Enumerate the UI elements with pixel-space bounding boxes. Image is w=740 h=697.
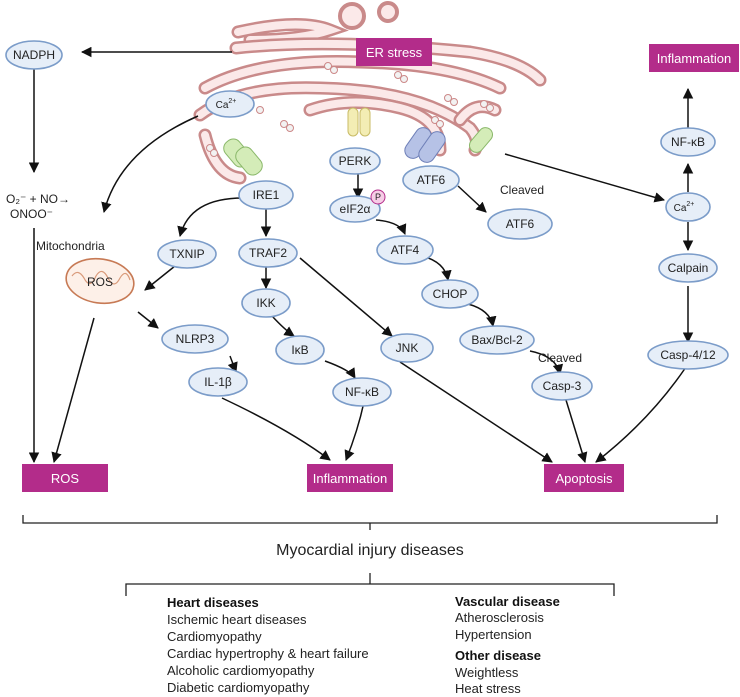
er-stress-box: ER stress: [356, 38, 432, 66]
node-baxbcl2: Bax/Bcl-2: [459, 325, 535, 355]
node-ca-right: Ca2+: [665, 192, 711, 222]
node-ikb: IκB: [275, 335, 325, 365]
phospho-badge: P: [370, 189, 386, 205]
ca-er-superscript: 2+: [228, 98, 236, 105]
node-nlrp3: NLRP3: [161, 324, 229, 354]
summary-bracket-top: [22, 515, 718, 530]
inflammation-box-top: Inflammation: [649, 44, 739, 72]
channel-yellow: [347, 107, 371, 137]
node-traf2: TRAF2: [238, 238, 298, 268]
ire1-label: IRE1: [253, 188, 280, 202]
vascular-disease-item: Atherosclerosis: [455, 610, 544, 625]
node-nadph: NADPH: [5, 40, 63, 70]
node-atf4: ATF4: [376, 235, 434, 265]
ikb-label: IκB: [291, 343, 308, 357]
node-atf6-cleaved: ATF6: [487, 208, 553, 240]
vascular-disease-heading: Vascular disease: [455, 594, 560, 609]
node-jnk: JNK: [380, 333, 434, 363]
node-casp412: Casp-4/12: [647, 340, 729, 370]
atf4-label: ATF4: [391, 243, 420, 257]
node-nfkb-right: NF-κB: [660, 127, 716, 157]
atf6-er-label: ATF6: [417, 173, 446, 187]
node-nfkb-mid: NF-κB: [332, 377, 392, 407]
summary-bracket-bottom: [125, 573, 615, 596]
cleaved-label-1: Cleaved: [500, 183, 544, 197]
other-disease-list: Other disease Weightless Heat stress: [455, 648, 541, 696]
heart-diseases-list: Heart diseases Ischemic heart diseases C…: [167, 595, 369, 695]
baxbcl2-label: Bax/Bcl-2: [471, 333, 523, 347]
casp3-label: Casp-3: [543, 379, 582, 393]
phospho-label: P: [375, 192, 381, 202]
node-chop: CHOP: [421, 279, 479, 309]
other-disease-heading: Other disease: [455, 648, 541, 663]
ros-mito-label: ROS: [87, 275, 113, 289]
il1b-label: IL-1β: [204, 375, 232, 389]
ros-formula-line1: O₂⁻ + NO→: [6, 192, 70, 206]
heart-disease-item: Cardiomyopathy: [167, 629, 262, 644]
atf6-cleaved-label: ATF6: [506, 217, 535, 231]
mitochondria-label: Mitochondria: [36, 239, 105, 253]
summary-title: Myocardial injury diseases: [276, 542, 464, 559]
apoptosis-label: Apoptosis: [555, 471, 613, 486]
inflammation-box-mid: Inflammation: [307, 464, 393, 492]
ros-box: ROS: [22, 464, 108, 492]
vascular-disease-list: Vascular disease Atherosclerosis Hyperte…: [455, 594, 560, 642]
chop-label: CHOP: [433, 287, 468, 301]
er-stress-label: ER stress: [366, 45, 423, 60]
apoptosis-box: Apoptosis: [544, 464, 624, 492]
ros-outcome-label: ROS: [51, 471, 80, 486]
nadph-label: NADPH: [13, 48, 55, 62]
node-perk: PERK: [329, 147, 381, 175]
cleaved-label-2: Cleaved: [538, 351, 582, 365]
ca-channel-green-left: [223, 138, 263, 176]
jnk-label: JNK: [396, 341, 419, 355]
ca-right-superscript: 2+: [686, 201, 694, 208]
node-ire1: IRE1: [238, 180, 294, 210]
ikk-label: IKK: [256, 296, 275, 310]
node-txnip: TXNIP: [157, 239, 217, 269]
atf6-receptor-blue: [404, 127, 446, 163]
txnip-label: TXNIP: [169, 247, 204, 261]
heart-disease-item: Alcoholic cardiomyopathy: [167, 663, 315, 678]
node-il1b: IL-1β: [188, 367, 248, 397]
nfkb-right-label: NF-κB: [671, 135, 705, 149]
node-ikk: IKK: [241, 288, 291, 318]
ros-formula-line2: ONOO⁻: [10, 207, 53, 221]
svg-text:Ca2+: Ca2+: [216, 98, 237, 111]
casp412-label: Casp-4/12: [660, 348, 716, 362]
inflammation-top-label: Inflammation: [657, 51, 731, 66]
calpain-label: Calpain: [668, 261, 709, 275]
heart-diseases-heading: Heart diseases: [167, 595, 259, 610]
vascular-disease-item: Hypertension: [455, 627, 532, 642]
svg-text:Ca2+: Ca2+: [674, 201, 695, 214]
other-disease-item: Weightless: [455, 665, 519, 680]
ca-right-label: Ca: [674, 203, 687, 214]
heart-disease-item: Cardiac hypertrophy & heart failure: [167, 646, 369, 661]
ribosomes: [206, 62, 494, 157]
traf2-label: TRAF2: [249, 246, 287, 260]
node-casp3: Casp-3: [531, 371, 593, 401]
node-atf6-er: ATF6: [402, 165, 460, 195]
nfkb-mid-label: NF-κB: [345, 385, 379, 399]
mitochondrion-illustration: [65, 257, 135, 305]
eif2a-label: eIF2α: [340, 202, 371, 216]
nlrp3-label: NLRP3: [176, 332, 215, 346]
heart-disease-item: Ischemic heart diseases: [167, 612, 307, 627]
perk-label: PERK: [339, 154, 372, 168]
other-disease-item: Heat stress: [455, 681, 521, 696]
heart-disease-item: Diabetic cardiomyopathy: [167, 680, 310, 695]
node-ca-er: Ca2+: [205, 90, 255, 118]
node-eif2a: eIF2α: [329, 195, 381, 223]
inflammation-mid-label: Inflammation: [313, 471, 387, 486]
ca-er-label: Ca: [216, 100, 229, 111]
node-calpain: Calpain: [658, 253, 718, 283]
ca-channel-green-right: [469, 127, 493, 153]
